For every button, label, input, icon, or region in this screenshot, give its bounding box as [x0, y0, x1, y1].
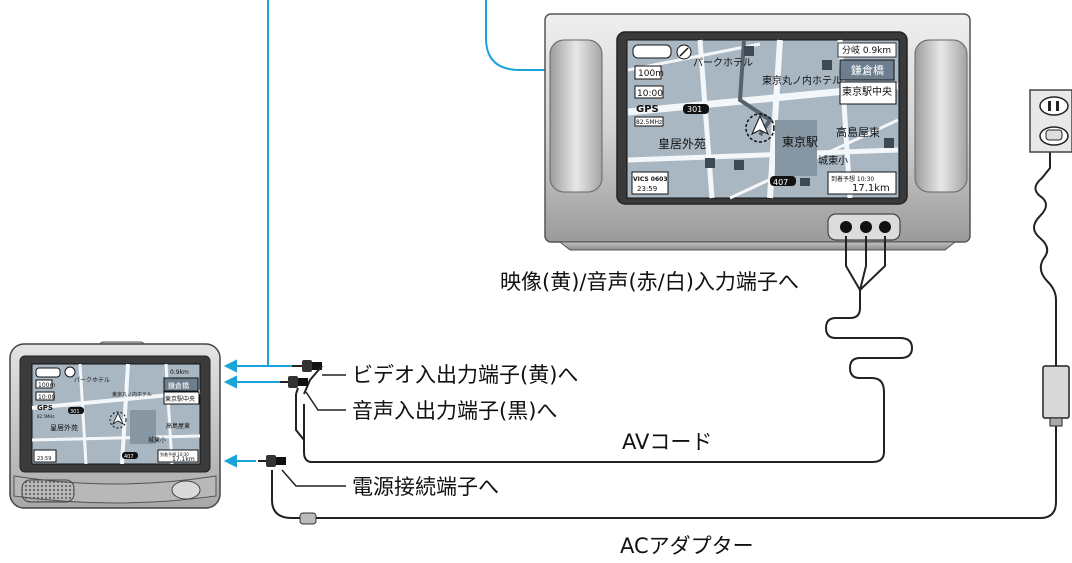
nav-screen-widgets: [33, 366, 200, 463]
nav-place-imperial: 皇居外苑: [50, 423, 78, 432]
tv-clock-box: 10:00: [637, 89, 663, 99]
nav-arrival-label: 到着予想 10:30: [160, 451, 189, 457]
tv-route-407: 407: [773, 178, 788, 187]
nav-next-turn: 鎌倉橋: [168, 381, 189, 390]
nav-fm: 82.5MHz: [37, 414, 54, 419]
tv-place-station: 東京駅: [782, 135, 818, 149]
tv-current-position: [745, 113, 775, 143]
nav-clock-box: 10:00: [38, 394, 55, 401]
nav-distance-top: 0.9km: [170, 369, 189, 376]
tv-hotel-1: パークホテル: [693, 57, 753, 69]
blue-cable-group: [267, 0, 568, 366]
tv-place-imperial: 皇居外苑: [658, 137, 706, 151]
nav-place-takashimaya: 高島屋東: [166, 422, 190, 430]
ac-adapter-label: ACアダプター: [620, 534, 754, 558]
nav-hotel-2: 東京丸ノ内ホテル: [112, 391, 152, 398]
power-jack-label: 電源接続端子へ: [352, 475, 499, 499]
label-leaders: [281, 374, 346, 487]
nav-map-station-block: [130, 410, 156, 444]
tv-map-station-block: [775, 120, 817, 176]
tv-destination: 東京駅中央: [842, 85, 892, 98]
nav-scale: 100m: [38, 382, 55, 389]
nav-place-school: 城東小: [148, 436, 166, 444]
power-plug: [258, 455, 286, 467]
tv-remaining: 17.1km: [852, 183, 890, 194]
nav-destination: 東京駅中央: [165, 395, 195, 403]
tv-place-takashimaya: 高島屋東: [836, 125, 880, 139]
tv-screen-widgets: [631, 42, 897, 195]
tv-place-school: 城東小: [818, 154, 848, 167]
nav-gps: GPS: [37, 404, 53, 412]
nav-screen-text: 100m 10:00 GPS 82.5MHz 301 407 0.9km 鎌倉橋…: [37, 369, 195, 463]
tv-hotel-2: 東京丸ノ内ホテル: [762, 74, 842, 87]
tv-scale: 100m: [638, 69, 664, 79]
tv-screen-text: 100m 10:00 GPS 82.5MHz 301 407 分岐 0.9km …: [633, 44, 892, 194]
tv-arrival-label: 到着予想 10:30: [831, 175, 874, 183]
nav-remaining: 17.1km: [172, 456, 195, 463]
ac-adapter-body: [299, 365, 1070, 525]
nav-hotel-1: パークホテル: [74, 377, 110, 384]
audio-plug: [280, 376, 308, 395]
nav-input-arrows: [223, 359, 296, 468]
ac-adapter-cable: [271, 150, 1057, 519]
av-cord-cable: [295, 236, 914, 463]
navigation-unit: [9, 341, 221, 509]
tv-gps: GPS: [636, 104, 659, 115]
tv-fm: 82.5MHz: [636, 119, 662, 126]
nav-route-301: 301: [70, 409, 80, 415]
wall-outlet: [1029, 89, 1072, 153]
tv-next-turn: 鎌倉橋: [851, 63, 884, 77]
nav-time-bottom: 23:59: [37, 456, 51, 462]
av-cord-label: AVコード: [622, 430, 713, 454]
nav-route-407: 407: [124, 454, 134, 460]
tv-input-label: 映像(黄)/音声(赤/白)入力端子へ: [500, 270, 799, 294]
video-plug: [292, 360, 323, 395]
video-io-label: ビデオ入出力端子(黄)へ: [352, 363, 579, 387]
audio-io-label: 音声入出力端子(黒)へ: [352, 399, 558, 423]
tv-time-bottom: 23:59: [637, 185, 657, 193]
tv-monitor: [544, 13, 971, 251]
nav-current-position: [109, 411, 127, 429]
tv-route-301: 301: [687, 105, 702, 114]
blue-cable-to-tv: [485, 0, 568, 71]
tv-distance-top: 分岐 0.9km: [842, 44, 891, 56]
tv-vics: VICS 0603: [633, 176, 668, 183]
